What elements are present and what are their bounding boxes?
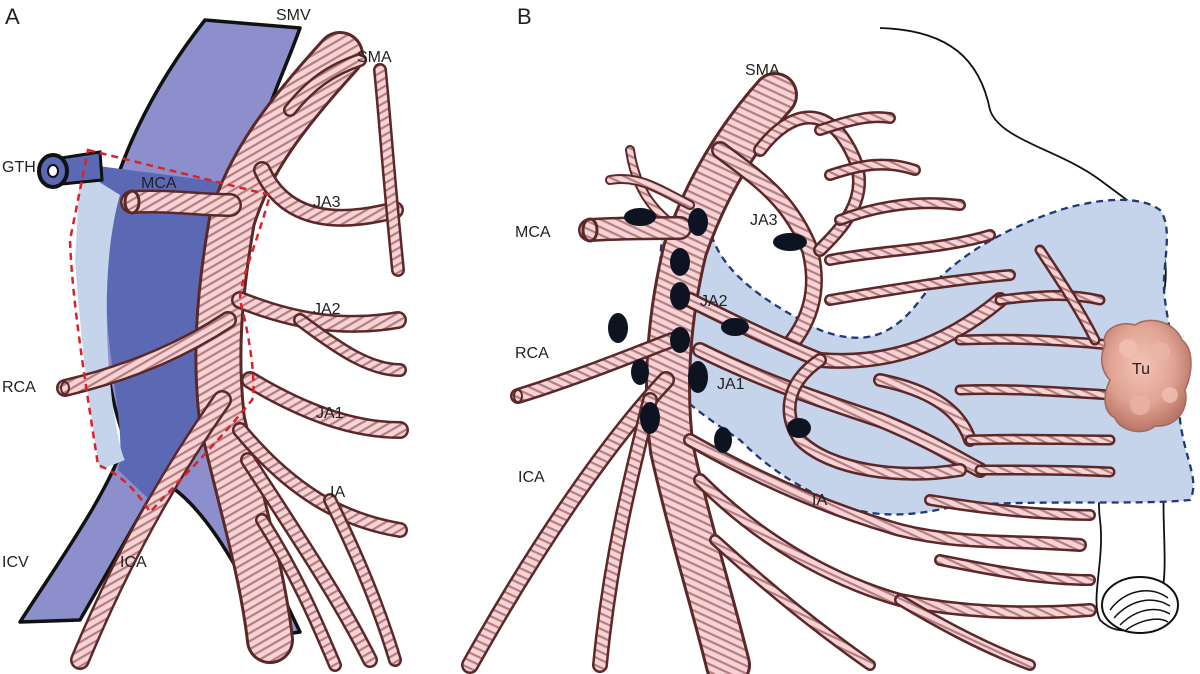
label-ica-a: ICA xyxy=(120,554,147,571)
label-mca-b: MCA xyxy=(515,224,551,241)
panel-letter-b: B xyxy=(517,4,532,29)
lymph-node xyxy=(670,282,690,310)
lymph-node xyxy=(688,208,708,236)
label-icv-a: ICV xyxy=(2,554,29,571)
lymph-node xyxy=(670,327,690,353)
rca-ring-a xyxy=(60,381,70,395)
label-ja3-a: JA3 xyxy=(313,194,341,211)
mca-ring-a xyxy=(123,189,141,215)
lymph-node xyxy=(670,248,690,276)
rca-ring-b xyxy=(513,389,523,403)
gth-stump xyxy=(37,150,104,189)
label-tu-b: Tu xyxy=(1132,361,1150,378)
label-ja1-a: JA1 xyxy=(316,405,344,422)
label-ia-b: IA xyxy=(812,492,827,509)
lymph-node xyxy=(640,402,660,434)
label-sma-a: SMA xyxy=(357,49,392,66)
panel-b: B SMA MCA JA3 JA2 RCA JA1 ICA IA Tu xyxy=(461,4,1195,674)
panel-a: A SMV SMA GTH MCA JA3 JA2 RCA JA1 IA ICV… xyxy=(2,4,409,672)
lymph-node xyxy=(714,427,732,453)
label-rca-a: RCA xyxy=(2,379,36,396)
lymph-node xyxy=(624,208,656,226)
label-ja2-b: JA2 xyxy=(700,293,728,310)
panel-letter-a: A xyxy=(5,4,20,29)
lymph-node xyxy=(721,318,749,336)
lymph-nodes xyxy=(608,208,811,453)
label-smv-a: SMV xyxy=(276,7,311,24)
light-region-a xyxy=(75,170,125,470)
label-ja3-b: JA3 xyxy=(750,212,778,229)
mca-ring-b xyxy=(581,217,599,243)
label-ica-b: ICA xyxy=(518,469,545,486)
lymph-node xyxy=(787,418,811,438)
label-mca-a: MCA xyxy=(141,175,177,192)
label-sma-b: SMA xyxy=(745,62,780,79)
lymph-node xyxy=(608,313,628,343)
label-gth-a: GTH xyxy=(2,159,36,176)
lymph-node xyxy=(688,361,708,393)
lymph-dissection-boundary-a xyxy=(68,148,272,515)
arteries-panel-b xyxy=(461,72,1116,674)
label-rca-b: RCA xyxy=(515,345,549,362)
label-ja1-b: JA1 xyxy=(717,376,745,393)
bowel-lumen xyxy=(1101,576,1179,634)
lymph-node xyxy=(773,233,807,251)
lymph-node xyxy=(631,359,649,385)
tumor xyxy=(1100,319,1192,433)
label-ia-a: IA xyxy=(330,484,345,501)
label-ja2-a: JA2 xyxy=(313,301,341,318)
